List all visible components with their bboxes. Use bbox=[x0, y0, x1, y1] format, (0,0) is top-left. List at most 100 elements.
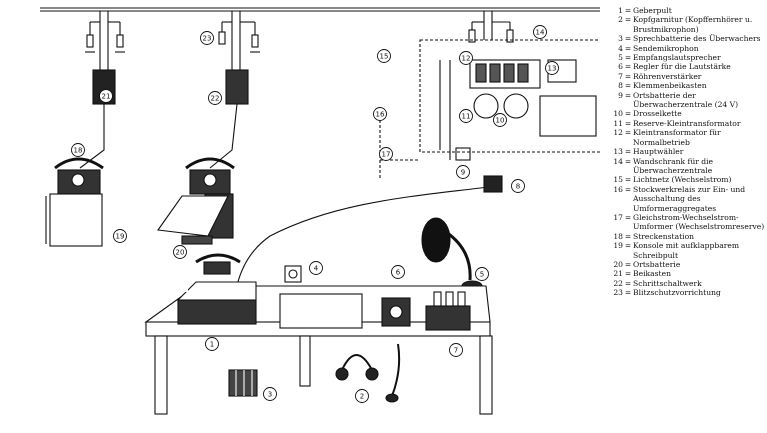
legend-item: 7=Röhrenverstärker bbox=[601, 72, 765, 81]
legend-item: 5=Empfangslautsprecher bbox=[601, 53, 765, 62]
relay-16 bbox=[455, 147, 471, 161]
legend-item: 23=Blitzschutzvorrichtung bbox=[601, 288, 765, 297]
legend-equals: = bbox=[624, 212, 632, 222]
legend-text: Sprechbatterie des Überwachers bbox=[633, 34, 761, 44]
legend-number: 13 bbox=[613, 147, 623, 157]
callout-circle bbox=[99, 89, 113, 103]
callout-circle bbox=[533, 25, 547, 39]
legend-number: 5 bbox=[618, 53, 623, 63]
legend-text: Ortsbatterie der Überwacherzentrale (24 … bbox=[633, 90, 739, 110]
legend-number: 4 bbox=[618, 43, 623, 53]
legend-equals: = bbox=[624, 184, 632, 194]
microphone-grille bbox=[288, 269, 298, 279]
legend-equals: = bbox=[624, 269, 632, 279]
legend-text: Stockwerkrelais zur Ein- und Ausschaltun… bbox=[633, 184, 746, 213]
legend-item: 14=Wandschrank für die Überwacherzentral… bbox=[601, 157, 765, 176]
callout-circle bbox=[391, 265, 405, 279]
legend-equals: = bbox=[624, 43, 632, 53]
legend-item: 6=Regler für die Lautstärke bbox=[601, 62, 765, 71]
legend-item: 21=Beikasten bbox=[601, 269, 765, 278]
legend-number: 3 bbox=[618, 34, 623, 44]
callout-label: 16 bbox=[376, 111, 385, 119]
callout-circle bbox=[355, 389, 369, 403]
legend-item: 9=Ortsbatterie der Überwacherzentrale (2… bbox=[601, 91, 765, 110]
callout-circle bbox=[449, 343, 463, 357]
legend-equals: = bbox=[624, 175, 632, 185]
legend-equals: = bbox=[624, 288, 632, 298]
legend-text: Kopfgarnitur (Kopffernhörer u. Brustmikr… bbox=[633, 15, 753, 34]
callout-circle bbox=[377, 49, 391, 63]
legend-equals: = bbox=[624, 15, 632, 25]
legend-item: 1=Geberpult bbox=[601, 6, 765, 15]
legend-text: Drosselkette bbox=[633, 109, 682, 119]
legend-number: 11 bbox=[613, 118, 623, 128]
legend-number: 8 bbox=[618, 81, 623, 91]
wall-cabinet bbox=[419, 39, 600, 153]
cord-middle-station bbox=[209, 103, 238, 169]
legend-text: Gleichstrom-Wechselstrom-Umformer (Wechs… bbox=[633, 212, 765, 232]
callout-label: 21 bbox=[102, 93, 111, 101]
legend-number: 20 bbox=[613, 259, 623, 269]
cable-cabinet-to-desk bbox=[235, 185, 497, 291]
legend-text: Hauptwähler bbox=[633, 147, 684, 157]
legend-text: Streckenstation bbox=[633, 231, 695, 241]
tube-amplifier bbox=[425, 305, 471, 331]
callout-label: 5 bbox=[480, 271, 484, 279]
legend-equals: = bbox=[624, 90, 632, 100]
legend-text: Konsole mit aufklappbarem Schreibpult bbox=[633, 241, 740, 260]
callout-label: 13 bbox=[548, 65, 557, 73]
speech-battery bbox=[228, 369, 258, 397]
callout-circle bbox=[373, 107, 387, 121]
legend-equals: = bbox=[624, 34, 632, 44]
legend-text: Geberpult bbox=[633, 6, 672, 15]
callout-circle bbox=[113, 229, 127, 243]
legend-item: 16=Stockwerkrelais zur Ein- und Ausschal… bbox=[601, 185, 765, 213]
callout-label: 10 bbox=[496, 117, 505, 125]
legend-item: 20=Ortsbatterie bbox=[601, 260, 765, 269]
legend-equals: = bbox=[624, 259, 632, 269]
legend-equals: = bbox=[624, 241, 632, 251]
callout-label: 1 bbox=[210, 341, 214, 349]
legend-text: Röhrenverstärker bbox=[633, 71, 702, 81]
amplifier-tubes bbox=[433, 291, 466, 307]
callout-circle bbox=[456, 165, 470, 179]
legend-number: 18 bbox=[613, 231, 623, 241]
legend-equals: = bbox=[624, 156, 632, 166]
legend-equals: = bbox=[624, 147, 632, 157]
transformer-coil-right bbox=[503, 93, 529, 119]
legend-item: 2=Kopfgarnitur (Kopffernhörer u. Brustmi… bbox=[601, 15, 765, 34]
legend-equals: = bbox=[624, 109, 632, 119]
legend-number: 10 bbox=[613, 109, 623, 119]
legend-item: 10=Drosselkette bbox=[601, 109, 765, 118]
dispatcher-console bbox=[176, 253, 257, 325]
transmit-microphone bbox=[284, 265, 302, 283]
legend-number: 23 bbox=[613, 288, 623, 298]
legend-item: 3=Sprechbatterie des Überwachers bbox=[601, 34, 765, 43]
callout-label: 23 bbox=[203, 35, 212, 43]
callout-label: 6 bbox=[396, 269, 401, 277]
legend-text: Ortsbatterie bbox=[633, 259, 681, 269]
legend-equals: = bbox=[624, 231, 632, 241]
callout-label: 4 bbox=[314, 265, 319, 273]
legend-text: Wandschrank für die Überwacherzentrale bbox=[633, 156, 714, 175]
legend-number: 22 bbox=[613, 278, 623, 288]
callout-label: 14 bbox=[536, 29, 545, 37]
callout-circle bbox=[263, 387, 277, 401]
legend-number: 15 bbox=[613, 175, 623, 185]
callout-circle bbox=[208, 91, 222, 105]
choke-chain bbox=[539, 95, 597, 137]
legend-text: Klemmenbeikasten bbox=[633, 81, 707, 91]
callout-circle bbox=[379, 147, 393, 161]
callout-label: 9 bbox=[461, 169, 465, 177]
callout-label: 3 bbox=[268, 391, 272, 399]
lightning-protector-right bbox=[468, 11, 514, 43]
legend-item: 17=Gleichstrom-Wechselstrom-Umformer (We… bbox=[601, 213, 765, 232]
callout-label: 18 bbox=[74, 147, 83, 155]
callout-label: 22 bbox=[211, 95, 220, 103]
callout-circle bbox=[511, 179, 525, 193]
legend-item: 19=Konsole mit aufklappbarem Schreibpult bbox=[601, 241, 765, 260]
legend-number: 2 bbox=[618, 15, 623, 25]
wall-station-left bbox=[45, 157, 104, 247]
legend-number: 19 bbox=[613, 241, 623, 251]
legend-number: 7 bbox=[618, 71, 623, 81]
